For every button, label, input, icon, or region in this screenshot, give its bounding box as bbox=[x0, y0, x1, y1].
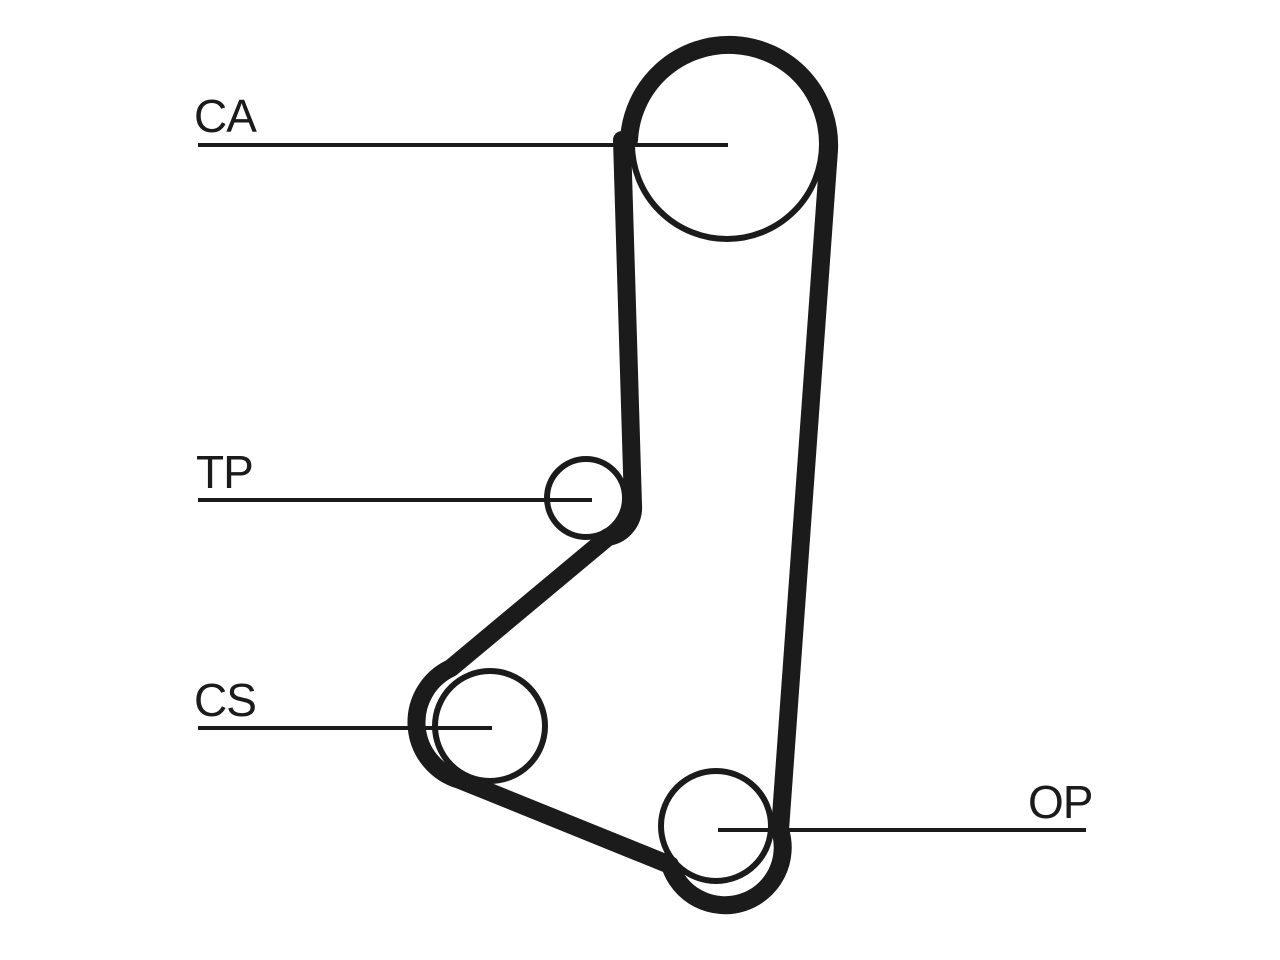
camshaft-label: CA bbox=[194, 90, 257, 142]
oil-pump-pulley bbox=[658, 768, 774, 884]
crankshaft-label: CS bbox=[194, 674, 256, 726]
timing-belt bbox=[407, 35, 839, 915]
tensioner-label: TP bbox=[196, 446, 253, 498]
oil-pump-label: OP bbox=[1028, 776, 1092, 828]
